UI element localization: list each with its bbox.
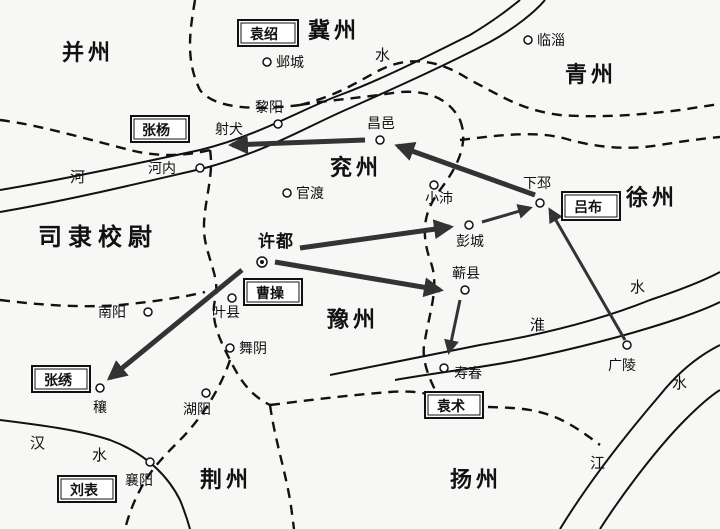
city-label-xudu: 许都 [258,231,294,252]
boundary-jizhou-qingzhou [299,60,720,118]
arrow-xiapi-to-changyi [394,141,536,198]
svg-text:张杨: 张杨 [142,122,170,139]
city-label-pengcheng: 彭城 [456,234,484,250]
huai-river [329,271,720,376]
city-label-shequan: 射犬 [215,122,243,138]
city-label-qixian: 蕲县 [452,266,480,282]
city-label-wuyin: 舞阴 [239,341,267,357]
leader-box-yuanshu: 袁术 [424,391,484,419]
river-label-han: 汉 [30,434,45,452]
arrow-guangling-to-xiapi [548,207,627,341]
province-xuzhou: 徐州 [625,185,678,211]
arrow-xudu-to-qixian [274,259,444,298]
city-label-henei: 河内 [148,161,176,177]
arrow-pengcheng-to-xiapi [481,204,533,224]
river-label-shui-han: 水 [92,446,107,464]
yellow-river-north-bank [0,0,521,191]
city-dot-guandu [282,188,292,198]
river-label-huai: 淮 [530,316,545,334]
city-dot-liyang [273,119,283,129]
huai-river-lower [394,301,720,381]
city-label-linzi: 临淄 [537,33,565,49]
city-dot-yecheng [262,57,272,67]
city-label-xiangyang: 襄阳 [125,473,153,489]
province-jingzhou: 荆州 [200,468,252,493]
city-dot-rang [95,383,105,393]
boundary-qing-xu [459,133,720,149]
svg-text:袁绍: 袁绍 [249,26,278,43]
leader-box-lvbu: 吕布 [561,191,621,221]
arrow-changyi-to-shequan [228,134,366,155]
svg-text:刘表: 刘表 [70,482,99,499]
city-label-yecheng: 邺城 [276,55,304,71]
city-label-changyi: 昌邑 [367,116,395,132]
city-dot-henei [195,163,205,173]
city-dot-changyi [375,135,385,145]
province-qingzhou: 青州 [565,63,617,88]
city-dot-yexian [227,293,237,303]
city-label-shouchun: 寿春 [454,365,482,382]
boundary-jing-yang [268,404,296,529]
leader-box-liubiao: 刘表 [57,475,117,503]
province-bingzhou: 并州 [62,40,114,66]
city-dot-guangling [622,340,632,350]
city-dot-xiaopei [429,180,439,190]
boundary-jing-yu [123,359,232,529]
arrow-xudu-to-pengcheng [299,219,454,251]
svg-text:袁术: 袁术 [436,398,465,415]
boundary-yanzhou-north [299,90,462,121]
city-dot-shouchun [439,363,449,373]
city-dot-wuyin [225,343,235,353]
city-label-xiapi: 下邳 [523,176,551,192]
han-river [0,419,191,529]
leader-box-caocao: 曹操 [243,278,303,306]
yellow-river-south-bank [0,0,546,213]
river-label-shui-jiang: 水 [672,374,687,392]
river-label-he: 河 [70,168,85,186]
river-label-jiang: 江 [590,454,605,472]
city-label-guangling: 广陵 [608,358,636,374]
city-dot-xiapi [535,198,545,208]
svg-text:曹操: 曹操 [256,285,285,302]
leader-box-zhangxiu: 张绣 [31,365,91,393]
arrow-xudu-to-rang [106,268,244,381]
city-label-liyang: 黎阳 [255,100,283,116]
yangtze-river-east-bank [599,389,720,529]
boundary-bingzhou-sili [0,118,211,157]
leader-box-zhangyang: 张杨 [130,115,190,143]
leader-box-yuanshao: 袁绍 [237,19,299,47]
city-dot-huyang [201,388,211,398]
river-label-shui-north: 水 [375,46,390,64]
province-yuzhou: 豫州 [327,307,379,333]
city-label-yexian: 叶县 [212,305,240,321]
province-silixiaowei: 司隶校尉 [38,223,158,251]
city-dot-nanyang [143,307,153,317]
province-yanzhou: 兖州 [330,155,382,181]
boundary-sili-yu [202,149,271,407]
city-label-rang: 穰 [93,399,107,416]
city-dot-linzi [523,35,533,45]
province-yangzhou: 扬州 [450,468,502,493]
river-label-shui-east: 水 [630,278,645,296]
city-dot-xudu-inner [260,260,264,264]
city-dot-qixian [460,285,470,295]
svg-text:吕布: 吕布 [574,199,602,216]
svg-text:张绣: 张绣 [44,372,73,389]
yangtze-river-west-bank [559,344,720,529]
city-label-guandu: 官渡 [296,186,324,202]
boundary-yan-xu [422,119,465,401]
province-jizhou: 冀州 [308,19,360,44]
city-label-huyang: 湖阳 [183,402,211,418]
city-dot-pengcheng [464,220,474,230]
arrow-qixian-to-shouchun [444,299,462,355]
city-dot-xiangyang [145,457,155,467]
city-label-nanyang: 南阳 [98,305,126,321]
boundary-sili-south [0,290,206,308]
boundary-bingzhou-jizhou [188,0,301,109]
city-label-xiaopei: 小沛 [425,191,453,207]
